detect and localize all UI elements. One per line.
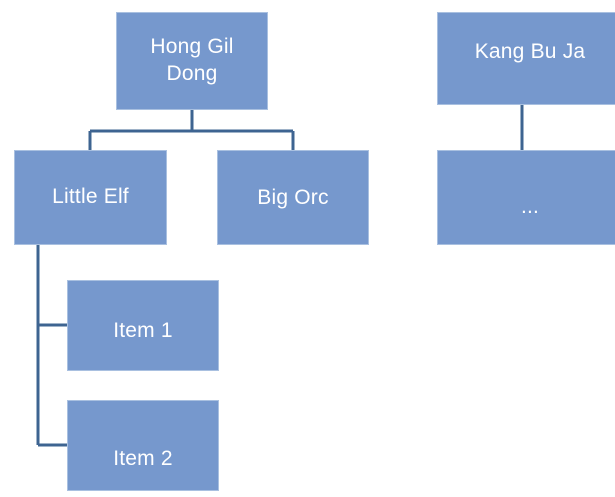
node-hong-gil-dong[interactable]: Hong Gil Dong (116, 12, 268, 110)
node-label-item-2: Item 2 (113, 447, 173, 471)
node-ellipsis[interactable]: ... (437, 150, 615, 245)
node-little-elf[interactable]: Little Elf (14, 150, 167, 245)
node-label-item-1: Item 1 (113, 319, 173, 343)
node-label-hong-gil-dong: Hong Gil Dong (150, 35, 234, 85)
node-label-ellipsis: ... (520, 195, 540, 219)
node-kang-bu-ja[interactable]: Kang Bu Ja (437, 12, 615, 105)
node-label-big-orc: Big Orc (257, 186, 329, 210)
node-label-little-elf: Little Elf (52, 185, 129, 209)
node-big-orc[interactable]: Big Orc (217, 150, 369, 245)
node-item-2[interactable]: Item 2 (67, 400, 219, 491)
node-item-1[interactable]: Item 1 (67, 280, 219, 371)
node-label-kang-bu-ja: Kang Bu Ja (474, 40, 586, 64)
